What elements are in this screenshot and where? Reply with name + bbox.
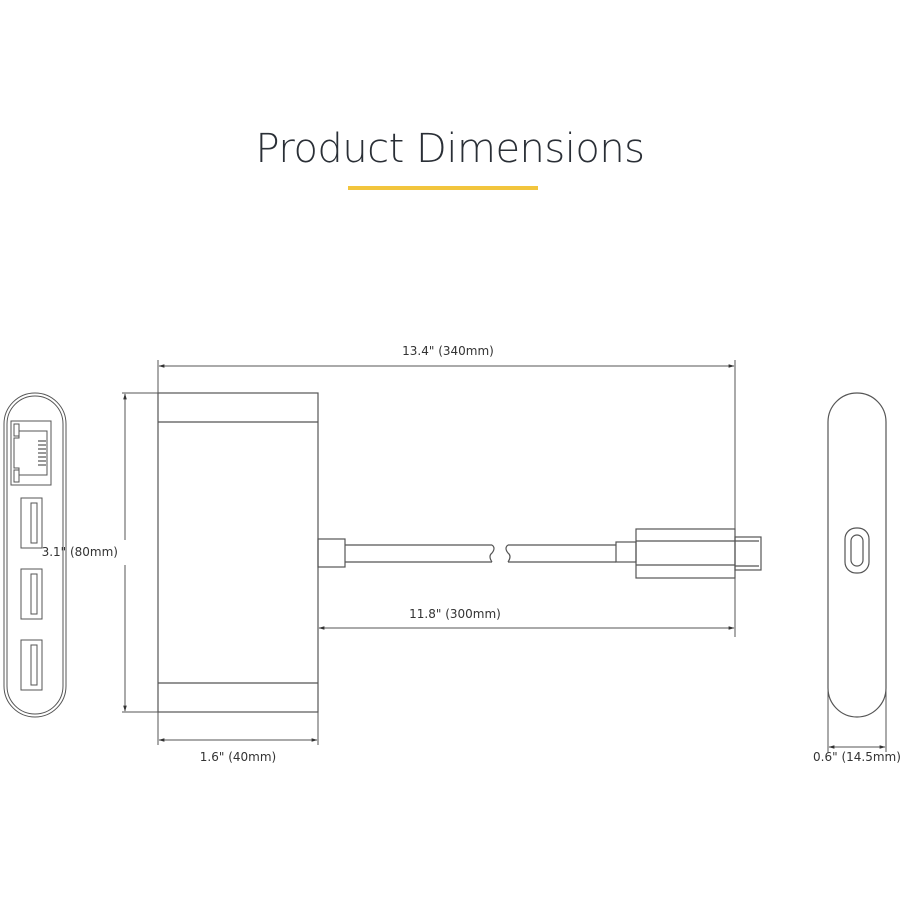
- height-dimension: [122, 392, 158, 713]
- end-view-ports: [3, 392, 67, 718]
- adapter-body: [157, 392, 319, 713]
- usb-a-port-icon: [20, 497, 43, 549]
- width-label: 1.6" (40mm): [200, 750, 276, 764]
- total-length-label: 13.4" (340mm): [402, 344, 494, 358]
- cable-length-dimension: [317, 567, 735, 645]
- depth-label: 0.6" (14.5mm): [813, 750, 900, 764]
- ethernet-port-icon: [10, 420, 52, 486]
- usb-c-cable: [317, 528, 762, 579]
- height-label: 3.1" (80mm): [42, 545, 118, 559]
- title-underline: [348, 186, 538, 190]
- cable-length-label: 11.8" (300mm): [409, 607, 501, 621]
- usb-a-port-icon: [20, 568, 43, 620]
- side-view-usb-c: [827, 392, 887, 718]
- usb-c-port-icon: [844, 527, 870, 574]
- width-dimension: [157, 712, 319, 745]
- usb-a-port-icon: [20, 639, 43, 691]
- depth-dimension: [827, 690, 887, 752]
- total-length-dimension: [157, 360, 736, 637]
- page-title: Product Dimensions: [255, 126, 645, 172]
